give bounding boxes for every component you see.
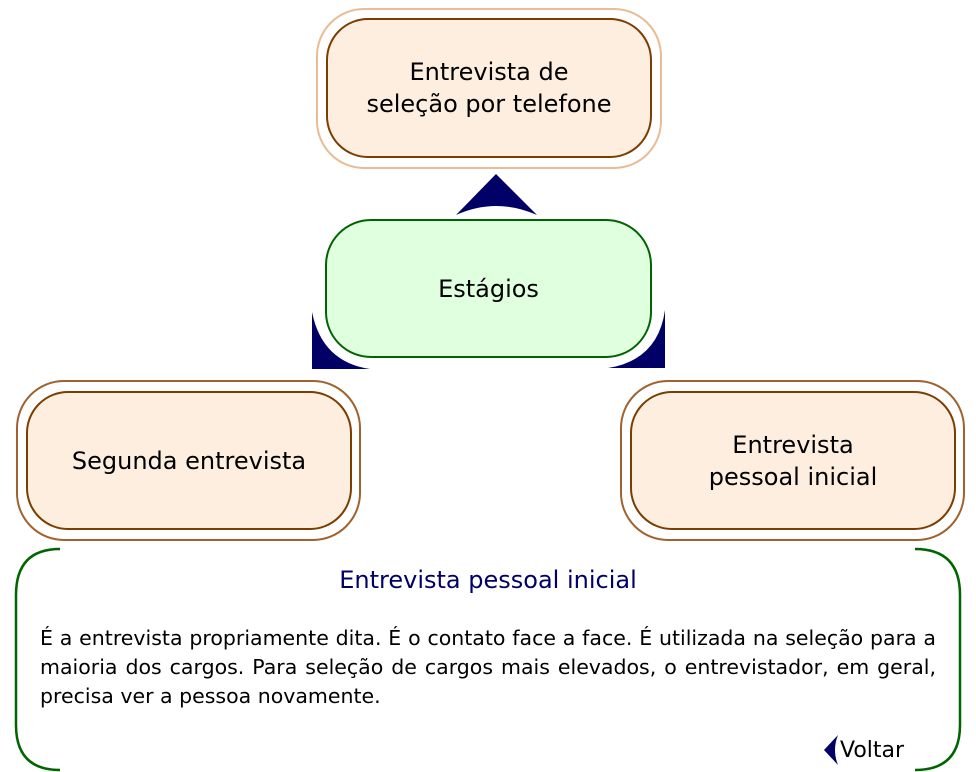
back-button[interactable]: Voltar xyxy=(820,734,904,766)
right-node-frame xyxy=(620,380,965,541)
left-node-frame xyxy=(16,380,361,541)
node-label-line1: Entrevista xyxy=(732,430,854,459)
arrow-down-left-icon xyxy=(312,312,370,369)
arrow-up-icon xyxy=(456,174,537,215)
panel-right-bracket xyxy=(914,547,962,772)
node-label: Estágios xyxy=(438,274,539,303)
back-label: Voltar xyxy=(840,737,905,763)
chevron-left-icon xyxy=(824,735,838,765)
arrow-down-right-icon xyxy=(608,310,665,368)
node-label-line2: pessoal inicial xyxy=(708,462,878,491)
top-node-frame xyxy=(316,8,662,169)
panel-title: Entrevista pessoal inicial xyxy=(339,566,637,594)
node-entrevista-pessoal[interactable]: Entrevista pessoal inicial xyxy=(630,391,956,530)
node-estagios: Estágios xyxy=(325,219,652,358)
node-telefone[interactable]: Entrevista de seleção por telefone xyxy=(326,18,652,158)
panel-left-bracket xyxy=(14,547,61,772)
node-label: Segunda entrevista xyxy=(71,446,307,475)
node-label: Entrevista de seleção por telefone xyxy=(366,58,612,118)
node-segunda-entrevista[interactable]: Segunda entrevista xyxy=(26,391,352,530)
panel-text: É a entrevista propriamente dita. É o co… xyxy=(40,626,936,708)
